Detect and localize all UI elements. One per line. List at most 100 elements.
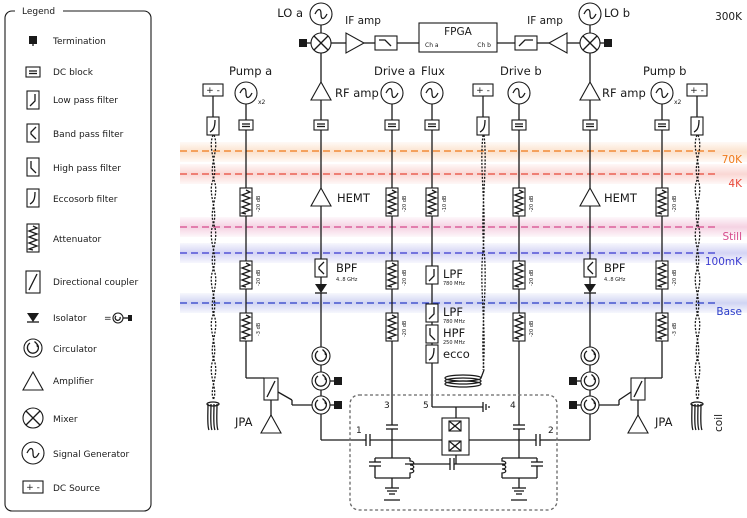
legend-item-isolator: Isolator = — [26, 312, 132, 324]
svg-text:Band pass filter: Band pass filter — [53, 130, 124, 140]
temp-label-300k: 300K — [715, 11, 743, 23]
eccosorb-flux — [425, 344, 439, 364]
svg-text:+ -: + - — [476, 86, 490, 96]
if-amp-b — [548, 32, 568, 54]
coil-a — [206, 401, 220, 431]
attenuator-drive-b-2 — [512, 260, 526, 290]
drive-a-generator — [380, 81, 404, 105]
legend-panel: Legend Termination DC block Low pass fil… — [4, 4, 152, 512]
legend-item-attenuator: Attenuator — [26, 223, 102, 253]
if-filter-a — [374, 35, 398, 51]
svg-text:ecco: ecco — [443, 347, 470, 361]
hpf-flux — [425, 324, 439, 344]
drive-b-generator — [507, 81, 531, 105]
svg-text:Signal Generator: Signal Generator — [53, 450, 130, 460]
circulator-a1 — [311, 346, 331, 366]
svg-text:-20 dB: -20 dB — [256, 195, 262, 212]
svg-text:-20 dB: -20 dB — [672, 269, 678, 286]
circulator-b1 — [580, 346, 600, 366]
pump-b-label: Pump b — [643, 64, 686, 78]
svg-text:-20 dB: -20 dB — [402, 195, 408, 212]
attenuator-drive-a-3 — [385, 312, 399, 342]
svg-text:5: 5 — [423, 401, 429, 411]
lpf-flux-2 — [425, 303, 439, 323]
attenuator-pump-b-2 — [655, 260, 669, 290]
legend-item-low-pass-filter: Low pass filter — [26, 90, 118, 110]
svg-text:Directional coupler: Directional coupler — [53, 278, 138, 288]
svg-text:LPF: LPF — [443, 305, 463, 319]
hemt-b-label: HEMT — [604, 191, 638, 205]
svg-text:=: = — [104, 314, 112, 324]
attenuator-pump-b-3 — [655, 312, 669, 342]
drive-a-label: Drive a — [374, 64, 415, 78]
svg-text:+ -: + - — [26, 483, 40, 493]
jpa-a-label: JPA — [234, 415, 253, 429]
drive-a-line: Drive a -20 dB -20 dB -20 dB 3 — [374, 64, 415, 440]
svg-text:x2: x2 — [674, 99, 682, 106]
drive-b-label: Drive b — [500, 64, 542, 78]
jpa-a — [260, 414, 282, 434]
if-amp-b-label: IF amp — [527, 15, 563, 27]
bpf-b — [583, 258, 597, 278]
circulator-b2 — [580, 371, 600, 391]
stage-label-4k: 4K — [728, 178, 743, 190]
svg-text:-20 dB: -20 dB — [672, 195, 678, 212]
svg-text:Amplifier: Amplifier — [53, 377, 94, 387]
svg-text:-20 dB: -20 dB — [402, 320, 408, 337]
sample-box: 1 2 — [349, 394, 558, 511]
legend-item-circulator: Circulator — [23, 338, 97, 358]
legend-item-dc-block: DC block — [25, 66, 94, 78]
output-line-a: RF amp HEMT BPF 4..8 GHz JPA — [234, 53, 379, 441]
jpa-b-label: JPA — [654, 415, 673, 429]
rf-amp-a — [310, 81, 332, 101]
svg-text:Eccosorb filter: Eccosorb filter — [53, 195, 118, 205]
if-amp-a — [345, 32, 365, 54]
svg-text:HPF: HPF — [443, 326, 465, 340]
svg-text:-20 dB: -20 dB — [402, 269, 408, 286]
svg-text:250 MHz: 250 MHz — [443, 340, 465, 346]
legend-item-signal-generator: Signal Generator — [21, 441, 130, 465]
if-amp-a-label: IF amp — [345, 15, 381, 27]
svg-text:Circulator: Circulator — [53, 345, 97, 355]
pump-b-generator — [650, 81, 674, 105]
svg-text:Isolator: Isolator — [53, 314, 87, 324]
flux-line: Flux -10 dB LPF 780 MHz LPF 780 MHz HPF … — [420, 64, 490, 420]
svg-text:-3 dB: -3 dB — [256, 322, 262, 336]
rf-amp-a-label: RF amp — [335, 86, 379, 100]
mixer-a — [310, 32, 332, 54]
svg-text:-20 dB: -20 dB — [529, 320, 535, 337]
legend-item-mixer: Mixer — [22, 407, 78, 429]
attenuator-drive-a-2 — [385, 260, 399, 290]
attenuator-pump-a-3 — [239, 312, 253, 342]
attenuator-pump-a-2 — [239, 260, 253, 290]
svg-text:2: 2 — [548, 426, 554, 436]
legend-title: Legend — [22, 7, 55, 17]
fpga-port-a: Ch a — [425, 42, 439, 49]
svg-text:High pass filter: High pass filter — [53, 164, 121, 174]
legend-item-amplifier: Amplifier — [22, 371, 94, 391]
stage-label-still: Still — [722, 231, 742, 243]
svg-text:Low pass filter: Low pass filter — [53, 96, 118, 106]
svg-text:Mixer: Mixer — [53, 415, 78, 425]
lo-b-generator — [578, 2, 602, 26]
rf-amp-b-label: RF amp — [602, 86, 646, 100]
hemt-b — [579, 187, 601, 207]
circulator-b3 — [580, 395, 600, 415]
rf-amp-b — [579, 81, 601, 101]
svg-text:1: 1 — [356, 426, 362, 436]
directional-coupler-a — [263, 377, 279, 401]
hemt-a — [310, 187, 332, 207]
bpf-a-label: BPF — [336, 261, 357, 275]
pump-a-label: Pump a — [229, 64, 272, 78]
circulator-a2 — [311, 371, 331, 391]
svg-text:4: 4 — [510, 401, 516, 411]
legend-item-termination: Termination — [29, 36, 106, 47]
bpf-b-freq: 4..8 GHz — [604, 277, 626, 283]
svg-text:780 MHz: 780 MHz — [443, 281, 465, 287]
legend-item-high-pass-filter: High pass filter — [26, 157, 121, 177]
dc-source-flux-line: + - — [444, 83, 494, 388]
mixer-b — [579, 32, 601, 54]
bpf-a-freq: 4..8 GHz — [336, 277, 358, 283]
svg-text:DC Source: DC Source — [53, 484, 100, 494]
